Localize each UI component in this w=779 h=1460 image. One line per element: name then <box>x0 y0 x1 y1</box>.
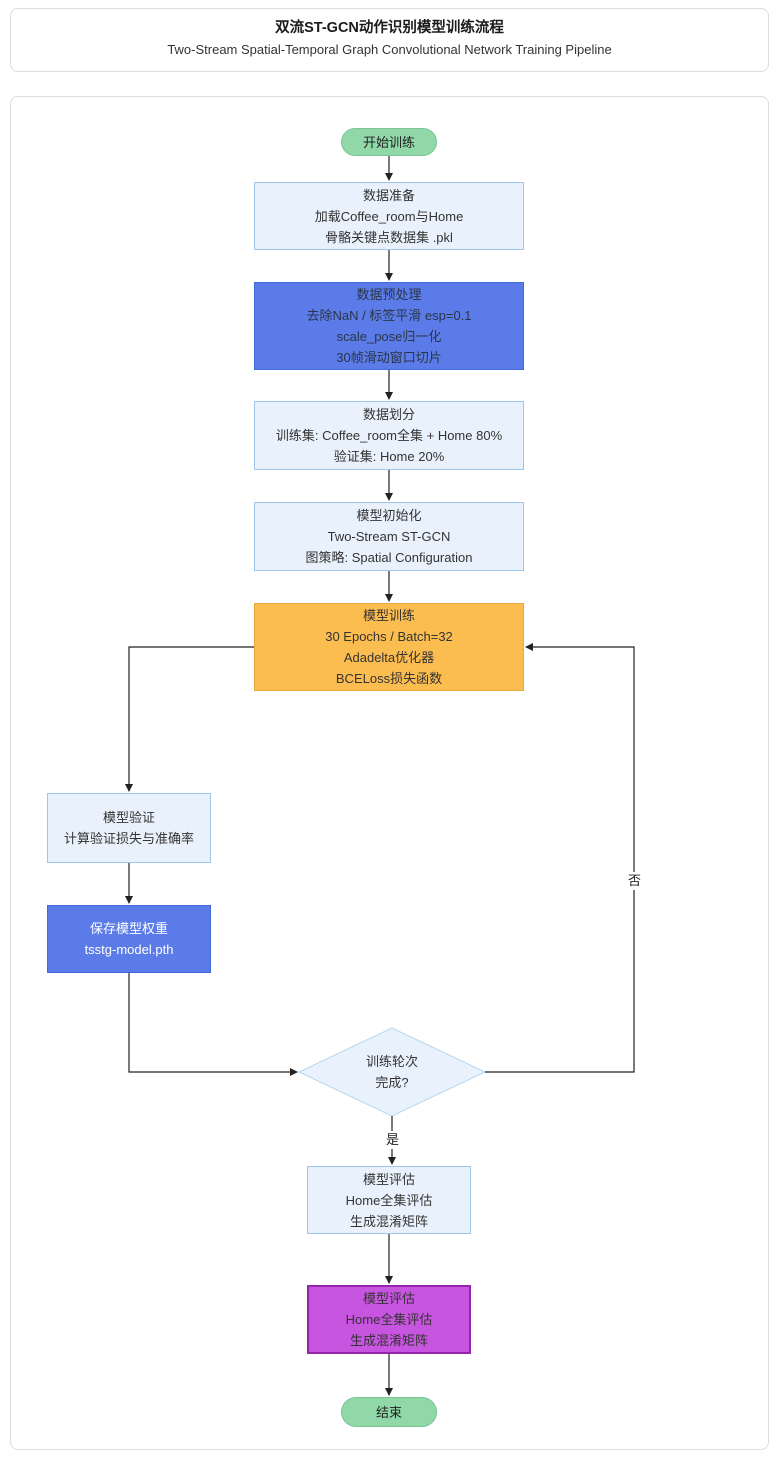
page: 双流ST-GCN动作识别模型训练流程 Two-Stream Spatial-Te… <box>0 8 779 1450</box>
page-subtitle: Two-Stream Spatial-Temporal Graph Convol… <box>167 42 612 57</box>
edge-save-to-decision <box>128 973 298 1076</box>
edge-train-to-validate <box>125 646 254 792</box>
node-model-validation: 模型验证 计算验证损失与准确率 <box>47 793 211 863</box>
node-model-evaluation-final: 模型评估 Home全集评估 生成混淆矩阵 <box>307 1285 471 1354</box>
flowchart-canvas: 开始训练 数据准备 加载Coffee_room与Home 骨骼关键点数据集 .p… <box>10 96 769 1450</box>
node-save-weights: 保存模型权重 tsstg-model.pth <box>47 905 211 973</box>
edge-label-yes: 是 <box>384 1131 402 1149</box>
node-data-preparation: 数据准备 加载Coffee_room与Home 骨骼关键点数据集 .pkl <box>254 182 524 250</box>
node-line: 模型验证 <box>102 810 155 825</box>
node-model-evaluation: 模型评估 Home全集评估 生成混淆矩阵 <box>307 1166 471 1234</box>
node-data-split: 数据划分 训练集: Coffee_room全集 + Home 80% 验证集: … <box>254 401 524 470</box>
node-epochs-done-decision: 训练轮次 完成? <box>299 1028 485 1116</box>
node-line: 图策略: Spatial Configuration <box>305 550 473 565</box>
node-model-training: 模型训练 30 Epochs / Batch=32 Adadelta优化器 BC… <box>254 603 524 691</box>
node-line: 30 Epochs / Batch=32 <box>325 629 453 644</box>
edge-decision-no-loop <box>485 643 635 1073</box>
node-line: 骨骼关键点数据集 .pkl <box>325 229 453 245</box>
node-line: 训练集: Coffee_room全集 + Home 80% <box>275 428 503 443</box>
node-end-label: 结束 <box>375 1404 402 1420</box>
node-line: 模型训练 <box>362 608 415 623</box>
node-end: 结束 <box>341 1397 437 1427</box>
node-data-preprocessing: 数据预处理 去除NaN / 标签平滑 esp=0.1 scale_pose归一化… <box>254 282 524 370</box>
node-start: 开始训练 <box>341 128 437 156</box>
node-line: Two-Stream ST-GCN <box>327 529 451 544</box>
node-line: BCELoss损失函数 <box>335 671 443 686</box>
node-line: 验证集: Home 20% <box>333 449 445 464</box>
node-line: tsstg-model.pth <box>84 942 174 957</box>
node-line: 模型评估 <box>362 1291 415 1306</box>
node-line: 计算验证损失与准确率 <box>63 831 194 846</box>
node-line: 数据划分 <box>362 407 415 422</box>
node-line: 数据预处理 <box>356 287 422 302</box>
node-start-label: 开始训练 <box>362 134 415 150</box>
page-title: 双流ST-GCN动作识别模型训练流程 <box>275 20 504 36</box>
node-line: 去除NaN / 标签平滑 esp=0.1 <box>306 308 472 323</box>
node-line: Adadelta优化器 <box>343 650 435 665</box>
node-line: 生成混淆矩阵 <box>349 1213 428 1229</box>
node-line: 模型评估 <box>362 1171 415 1187</box>
header-card: 双流ST-GCN动作识别模型训练流程 Two-Stream Spatial-Te… <box>10 8 769 72</box>
node-line: Home全集评估 <box>345 1312 433 1327</box>
node-line: 30帧滑动窗口切片 <box>336 350 442 365</box>
edge-label-no: 否 <box>626 872 644 890</box>
node-line: Home全集评估 <box>345 1192 433 1208</box>
node-line: 数据准备 <box>362 187 415 203</box>
node-line: 模型初始化 <box>356 508 422 523</box>
node-line: scale_pose归一化 <box>336 329 442 344</box>
node-line: 完成? <box>375 1075 409 1090</box>
node-line: 生成混淆矩阵 <box>349 1333 428 1348</box>
node-line: 保存模型权重 <box>89 921 168 936</box>
node-model-init: 模型初始化 Two-Stream ST-GCN 图策略: Spatial Con… <box>254 502 524 571</box>
node-line: 训练轮次 <box>365 1054 418 1069</box>
node-line: 加载Coffee_room与Home <box>314 208 464 224</box>
